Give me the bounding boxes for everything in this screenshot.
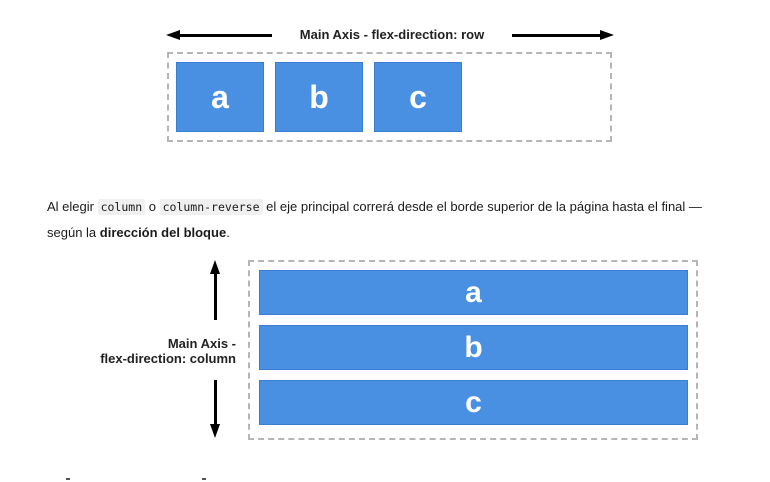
row-flex-container: [167, 52, 612, 142]
arrow-line-left: [176, 34, 272, 37]
para-text-1: Al elegir: [47, 199, 98, 214]
cutoff-mark: [66, 478, 70, 480]
para-text-3: el eje principal correrá desde el borde …: [47, 199, 702, 240]
arrow-line-down: [214, 380, 217, 426]
explanation-paragraph: Al elegir column o column-reverse el eje…: [47, 194, 737, 245]
arrow-line-right: [512, 34, 602, 37]
column-axis-label-line1: Main Axis -: [167, 336, 236, 351]
column-axis-label-line2: flex-direction: column: [100, 351, 236, 366]
column-item-c: c: [259, 380, 688, 425]
row-item-c: c: [374, 62, 462, 132]
para-text-2: o: [145, 199, 160, 214]
block-direction-term: dirección del bloque: [99, 225, 227, 240]
row-item-a: a: [176, 62, 264, 132]
cutoff-mark: [202, 478, 206, 480]
row-item-b: b: [275, 62, 363, 132]
row-axis-label: Main Axis - flex-direction: row: [299, 27, 485, 42]
arrow-right-icon: [600, 30, 614, 40]
column-axis-label: Main Axis - flex-direction: column: [70, 336, 236, 366]
arrow-line-up: [214, 270, 217, 320]
code-column: column: [97, 199, 146, 215]
column-item-a: a: [259, 270, 688, 315]
arrow-down-icon: [210, 424, 220, 438]
code-column-reverse: column-reverse: [159, 199, 263, 215]
arrow-left-icon: [166, 30, 180, 40]
para-text-4: .: [226, 225, 230, 240]
column-flex-container: [248, 260, 698, 440]
arrow-up-icon: [210, 260, 220, 274]
column-item-b: b: [259, 325, 688, 370]
